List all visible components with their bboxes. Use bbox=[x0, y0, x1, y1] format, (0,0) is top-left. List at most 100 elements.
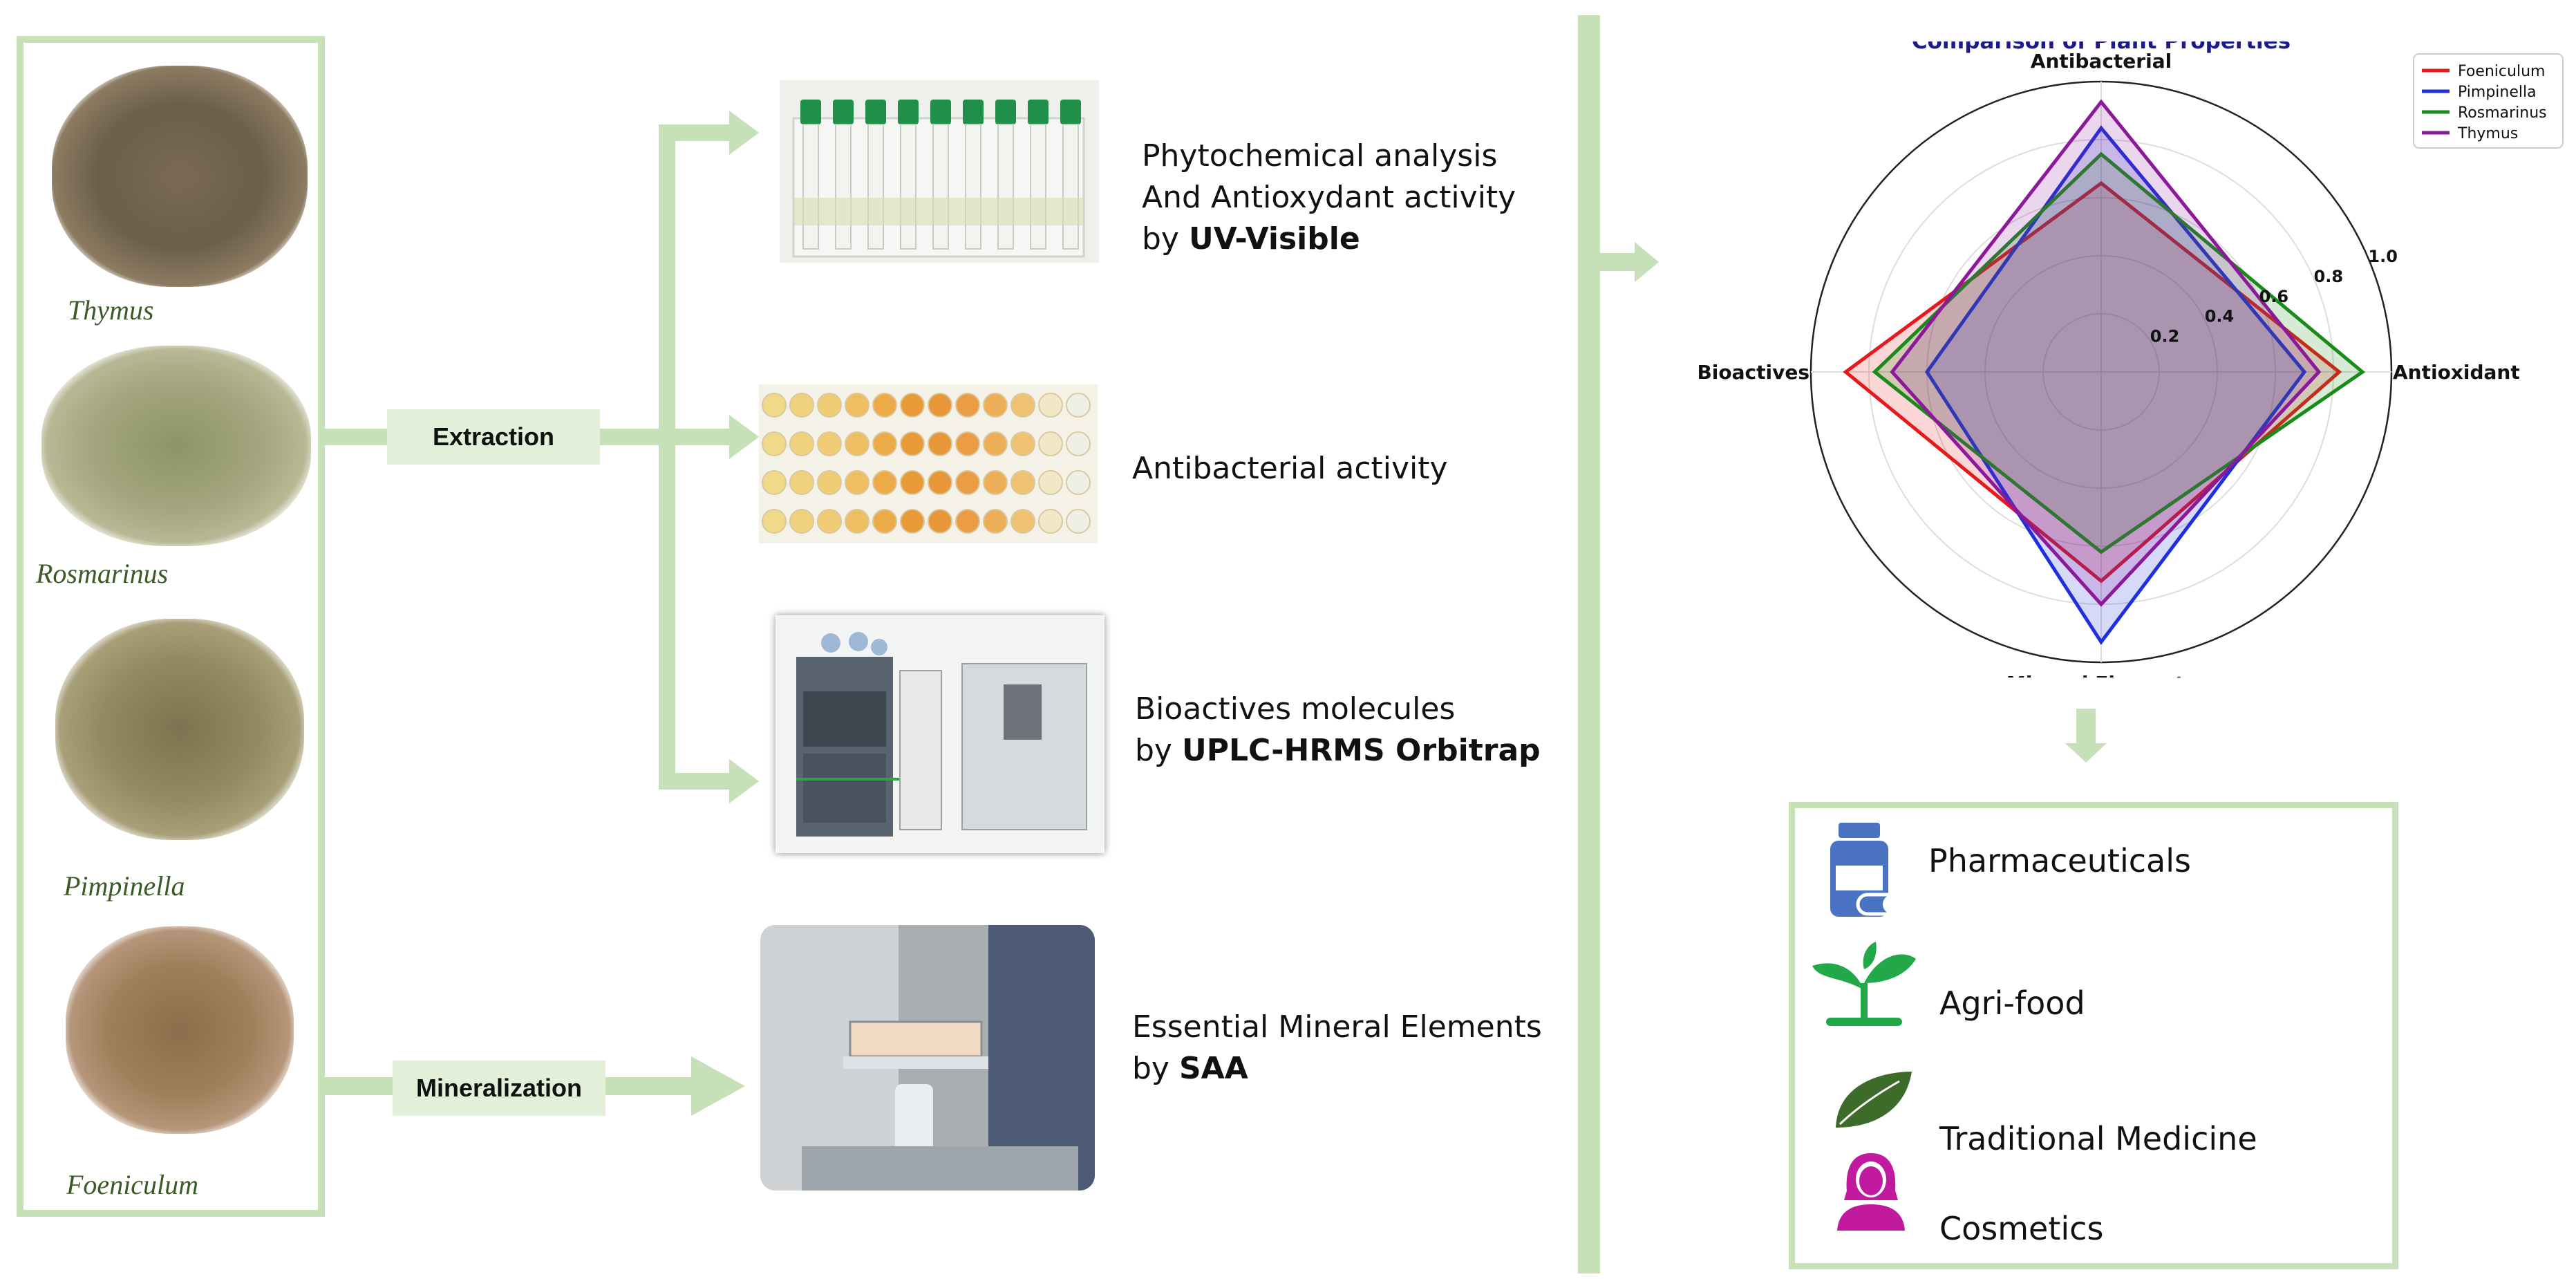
method-saa-technique: SAA bbox=[1178, 1051, 1248, 1086]
medicine-bottle-icon bbox=[1830, 823, 1910, 917]
method-uv-technique: UV-Visible bbox=[1188, 221, 1360, 256]
well bbox=[983, 431, 1008, 456]
well bbox=[789, 470, 814, 495]
radar-axis-label: Bioactives bbox=[1697, 361, 1809, 384]
application-label-agri-food: Agri-food bbox=[1939, 984, 2085, 1022]
well bbox=[762, 431, 787, 456]
legend-label: Foeniculum bbox=[2458, 63, 2545, 80]
radar-axis-label: Antioxidant bbox=[2393, 361, 2520, 384]
well bbox=[789, 431, 814, 456]
well bbox=[928, 431, 952, 456]
extraction-step: Extraction bbox=[387, 409, 600, 465]
well bbox=[1038, 431, 1063, 456]
well bbox=[955, 509, 980, 534]
well bbox=[789, 393, 814, 418]
well bbox=[900, 470, 925, 495]
method-uv-visible: Phytochemical analysis And Antioxydant a… bbox=[1142, 136, 1516, 260]
radar-tick-label: 0.4 bbox=[2205, 307, 2235, 326]
plant-label-pimpinella: Pimpinella bbox=[64, 870, 185, 902]
method-saa-prefix: by bbox=[1132, 1051, 1179, 1086]
well bbox=[955, 431, 980, 456]
well bbox=[817, 470, 842, 495]
well bbox=[928, 509, 952, 534]
method-saa-line1: Essential Mineral Elements bbox=[1132, 1009, 1542, 1045]
well bbox=[845, 393, 869, 418]
tube bbox=[867, 124, 884, 250]
woman-icon bbox=[1837, 1153, 1905, 1231]
well bbox=[983, 509, 1008, 534]
tube bbox=[835, 124, 852, 250]
radar-title: Comparison of Plant Properties bbox=[1912, 41, 2291, 54]
well bbox=[955, 393, 980, 418]
application-label-traditional-medicine: Traditional Medicine bbox=[1939, 1120, 2257, 1157]
radar-legend bbox=[2413, 53, 2564, 149]
uplc-photo bbox=[775, 615, 1104, 853]
method-uv-prefix: by bbox=[1142, 221, 1189, 256]
tube-cap bbox=[930, 100, 951, 124]
well bbox=[928, 470, 952, 495]
well bbox=[845, 470, 869, 495]
antibacterial-photo bbox=[759, 384, 1098, 543]
well bbox=[900, 393, 925, 418]
radar-axis-label: Antibacterial bbox=[2031, 50, 2172, 73]
method-saa: Essential Mineral Elements by SAA bbox=[1132, 1007, 1542, 1090]
method-uplc-technique: UPLC-HRMS Orbitrap bbox=[1181, 733, 1541, 768]
foeniculum-image bbox=[66, 926, 294, 1134]
plant-panel bbox=[17, 36, 325, 1217]
well bbox=[928, 393, 952, 418]
well bbox=[1038, 393, 1063, 418]
well bbox=[955, 470, 980, 495]
well bbox=[1038, 509, 1063, 534]
well bbox=[1010, 431, 1035, 456]
tube-cap bbox=[898, 100, 919, 124]
tube-cap bbox=[833, 100, 854, 124]
radar-tick-label: 0.6 bbox=[2259, 287, 2289, 306]
method-uv-line2: And Antioxydant activity bbox=[1142, 180, 1516, 215]
well bbox=[762, 393, 787, 418]
radar-chart: 0.20.40.60.81.0AntibacterialAntioxidantM… bbox=[1697, 41, 2564, 678]
tube bbox=[932, 124, 949, 250]
tube-cap bbox=[1028, 100, 1049, 124]
plant-label-foeniculum: Foeniculum bbox=[66, 1169, 199, 1200]
well bbox=[817, 509, 842, 534]
legend-label: Rosmarinus bbox=[2458, 104, 2547, 122]
radar-tick-label: 0.8 bbox=[2314, 267, 2344, 286]
well bbox=[817, 393, 842, 418]
method-uplc-prefix: by bbox=[1135, 733, 1182, 768]
method-uplc: Bioactives molecules by UPLC-HRMS Orbitr… bbox=[1135, 689, 1541, 772]
plant-label-rosmarinus: Rosmarinus bbox=[36, 558, 169, 589]
tube-cap bbox=[963, 100, 984, 124]
well bbox=[1010, 470, 1035, 495]
tube bbox=[1030, 124, 1046, 250]
mineralization-step: Mineralization bbox=[393, 1061, 605, 1116]
well bbox=[789, 509, 814, 534]
applications-panel bbox=[1789, 802, 2398, 1269]
tube bbox=[997, 124, 1014, 250]
leaf-icon bbox=[1836, 1072, 1912, 1128]
tube bbox=[900, 124, 916, 250]
well bbox=[872, 393, 897, 418]
tube bbox=[1062, 124, 1079, 250]
well bbox=[900, 509, 925, 534]
well bbox=[1066, 431, 1091, 456]
uv-visible-photo bbox=[780, 80, 1099, 263]
radar-tick-label: 0.2 bbox=[2150, 326, 2180, 346]
plant-sprout-icon bbox=[1812, 942, 1916, 1026]
pimpinella-image bbox=[55, 619, 304, 840]
tube bbox=[802, 124, 819, 250]
tube-cap bbox=[800, 100, 821, 124]
tube bbox=[965, 124, 981, 250]
mineralization-label: Mineralization bbox=[415, 1074, 583, 1102]
legend-label: Thymus bbox=[2457, 125, 2518, 142]
application-label-cosmetics: Cosmetics bbox=[1939, 1210, 2104, 1247]
rosmarinus-image bbox=[41, 346, 311, 546]
plant-label-thymus: Thymus bbox=[68, 295, 154, 326]
saa-photo bbox=[760, 925, 1095, 1191]
well bbox=[1010, 509, 1035, 534]
well bbox=[900, 431, 925, 456]
extraction-label: Extraction bbox=[432, 422, 555, 451]
thymus-image bbox=[52, 66, 308, 287]
application-label-pharmaceuticals: Pharmaceuticals bbox=[1928, 842, 2191, 879]
well bbox=[872, 509, 897, 534]
tube-cap bbox=[995, 100, 1016, 124]
